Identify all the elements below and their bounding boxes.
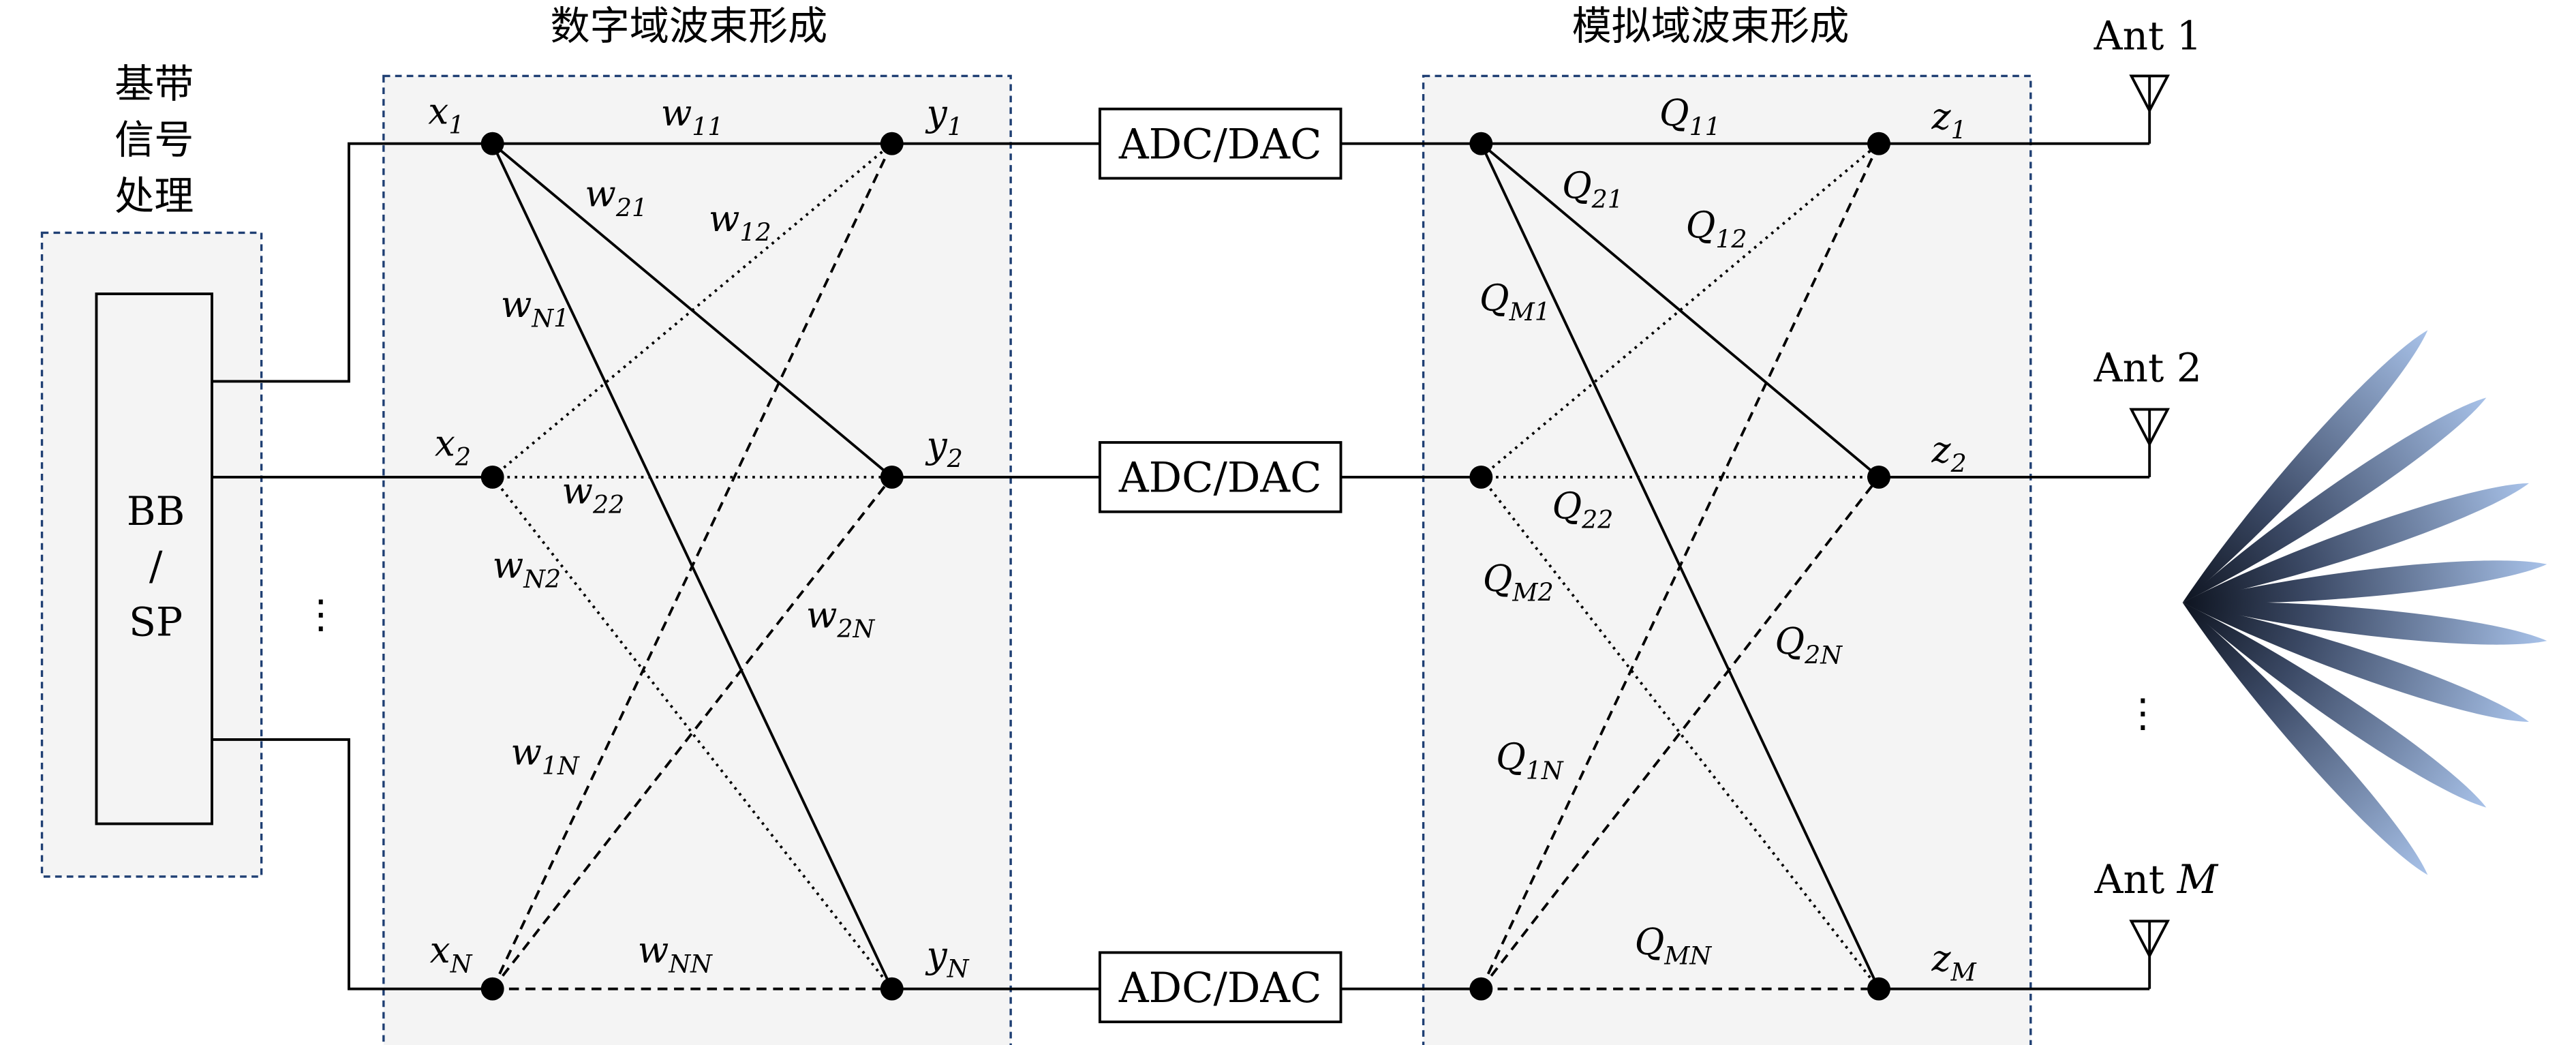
beam-lobe-3	[2182, 483, 2529, 603]
weight-label-w1N: w1N	[510, 731, 580, 781]
antenna-icon	[2129, 408, 2171, 477]
beam-lobe-1	[2182, 330, 2428, 603]
node-label-xN: xN	[430, 929, 473, 979]
weight-label-Q2N: Q2N	[1775, 620, 1843, 670]
node-label-z1: z1	[1931, 95, 1967, 145]
node-label-x2: x2	[435, 422, 471, 472]
node-label-x1: x1	[428, 91, 464, 140]
beam-lobe-2	[2182, 397, 2487, 603]
bbsp-block	[95, 292, 213, 826]
weight-label-wNN: wNN	[638, 929, 713, 979]
network-nodes	[480, 132, 1890, 1001]
node-label-y1: y1	[925, 92, 963, 142]
baseband-title-line1: 基带	[114, 61, 194, 107]
baseband-title-line2: 信号	[114, 117, 194, 163]
converter-links	[891, 142, 1482, 990]
weight-label-Q12: Q12	[1686, 205, 1747, 254]
node-label-zM: zM	[1931, 937, 1977, 987]
vertical-ellipsis-left: ⋮	[301, 590, 341, 637]
weight-label-w22: w22	[562, 470, 624, 520]
beam-lobe-7	[2182, 602, 2487, 808]
node-label-yN: yN	[925, 934, 970, 984]
node-label-z2: z2	[1931, 429, 1967, 479]
adc-dac-label-2: ADC/DAC	[1118, 455, 1322, 502]
analog-beamforming-panel	[1422, 74, 2032, 1045]
node-label-y2: y2	[925, 424, 963, 474]
bbsp-label-line1: BB	[127, 488, 185, 534]
digital-beamforming-title: 数字域波束形成	[551, 3, 828, 49]
weight-label-w21: w21	[585, 173, 647, 223]
weight-label-QM1: QM1	[1479, 277, 1550, 327]
antenna-label-m: Ant M	[2094, 856, 2219, 903]
beam-lobe-4	[2182, 560, 2547, 603]
antenna-icon	[2129, 920, 2171, 989]
digital-beamforming-panel	[382, 74, 1012, 1045]
weight-label-QM2: QM2	[1483, 558, 1554, 607]
weight-label-w2N: w2N	[806, 594, 876, 643]
adc-dac-label-3: ADC/DAC	[1118, 965, 1322, 1012]
beam-lobe-8	[2182, 602, 2428, 875]
weight-label-w11: w11	[661, 92, 724, 142]
weight-label-wN1: wN1	[501, 284, 569, 333]
digital-mesh	[491, 142, 893, 990]
beam-pattern-icon	[2182, 330, 2547, 875]
bbsp-label-line3: SP	[129, 599, 183, 645]
weight-label-Q1N: Q1N	[1496, 736, 1564, 786]
analog-mesh	[1479, 142, 1880, 990]
adc-dac-block-1	[1098, 107, 1343, 180]
antenna-feeds	[1879, 142, 2150, 990]
weight-label-Q22: Q22	[1552, 485, 1613, 534]
weight-label-w12: w12	[709, 198, 771, 247]
beam-lobe-6	[2182, 602, 2529, 722]
weight-label-QMN: QMN	[1635, 921, 1713, 971]
adc-dac-block-2	[1098, 441, 1343, 513]
antenna-label-1: Ant 1	[2094, 13, 2202, 59]
antenna-icon	[2129, 74, 2171, 144]
weight-label-Q21: Q21	[1562, 165, 1623, 215]
weight-label-Q11: Q11	[1659, 92, 1721, 142]
vertical-ellipsis-right: ⋮	[2123, 690, 2162, 736]
bb-connectors	[211, 142, 493, 990]
beam-lobe-5	[2182, 601, 2547, 645]
bbsp-label-line2: /	[149, 543, 163, 589]
analog-beamforming-title: 模拟域波束形成	[1572, 3, 1850, 49]
antenna-label-2: Ant 2	[2094, 344, 2202, 391]
baseband-title-line3: 处理	[114, 173, 194, 219]
weight-label-wN2: wN2	[493, 545, 561, 594]
adc-dac-block-3	[1098, 951, 1343, 1024]
adc-dac-label-1: ADC/DAC	[1118, 121, 1322, 168]
